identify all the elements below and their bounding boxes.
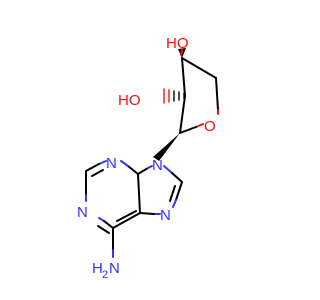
bond-c4-n3-blue	[120, 160, 129, 167]
ring-oxygen-label: O	[204, 118, 216, 135]
bond-o-c1-red	[195, 123, 204, 128]
bond-c1-c2	[179, 95, 186, 134]
bond-c3-c4	[181, 57, 217, 79]
bond-n9-c8	[171, 172, 183, 183]
bond-n3-c2-double	[91, 169, 104, 177]
hydroxyl-left-label: HO	[118, 92, 141, 109]
bond-n3-c2-blue	[98, 160, 107, 165]
hydroxyl-top-label: HO	[166, 35, 189, 52]
amine-group-label: H 2 N	[92, 260, 120, 281]
wedge-c1-n9	[153, 133, 180, 161]
bond-c6-c5-double	[116, 210, 137, 222]
bond-c3-c2	[181, 57, 186, 97]
amine-n-label: N	[109, 260, 120, 277]
structure-svg: HO HO O N N N N H 2 N	[77, 35, 219, 281]
wedge-c3-oh-red	[180, 49, 183, 56]
amine-h-label: H	[92, 260, 103, 277]
bond-n1-c6	[103, 220, 114, 229]
bond-c4-n3	[127, 165, 139, 175]
bond-c8-n7	[175, 181, 183, 201]
hash-c2-oh	[163, 88, 185, 104]
n9-label: N	[152, 157, 163, 174]
bond-c8-n7-blue	[172, 199, 177, 208]
bond-c4-o	[215, 77, 219, 111]
amine-h-count: 2	[102, 269, 108, 281]
bond-n3-c2	[85, 163, 100, 172]
bond-c5-c4	[137, 173, 141, 214]
bond-c4-n9	[137, 167, 149, 175]
n1-label: N	[77, 204, 88, 221]
bond-n1-c6-double	[97, 225, 110, 234]
bond-c6-c5	[112, 212, 141, 229]
n3-label: N	[106, 155, 117, 172]
bond-c8-n7-double	[169, 185, 176, 202]
n7-label: N	[160, 207, 171, 224]
bond-c4-n9-blue	[147, 165, 153, 169]
bond-n9-c8-blue	[163, 165, 173, 174]
bond-n7-c5	[139, 212, 155, 215]
bond-o-c1	[179, 126, 197, 134]
molecule-diagram: HO HO O N N N N H 2 N	[77, 35, 219, 281]
